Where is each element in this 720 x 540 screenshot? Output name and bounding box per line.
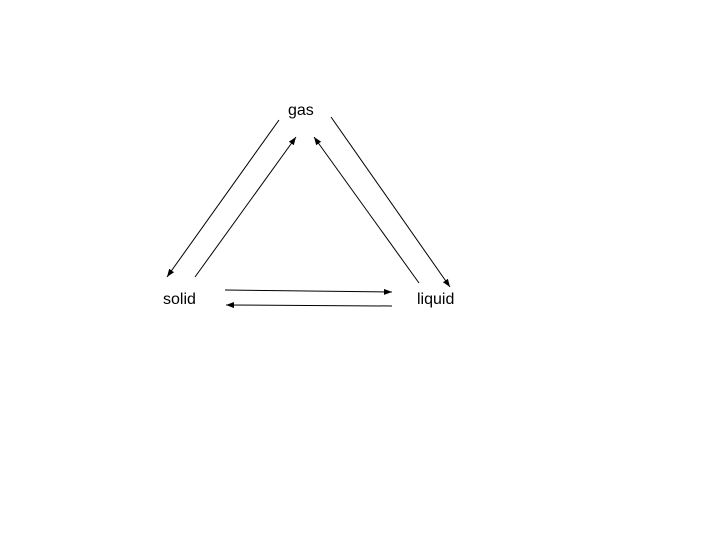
node-label-liquid: liquid — [417, 291, 455, 308]
arrow-gas-to-liquid — [330, 116, 451, 288]
arrow-solid-to-gas — [194, 136, 297, 278]
arrow-liquid-to-gas — [313, 136, 420, 284]
arrow-gas-to-solid — [166, 119, 280, 278]
arrow-liquid-to-solid — [225, 302, 393, 309]
node-label-solid: solid — [163, 291, 196, 308]
arrow-solid-to-liquid — [224, 288, 393, 295]
node-label-gas: gas — [288, 102, 314, 119]
